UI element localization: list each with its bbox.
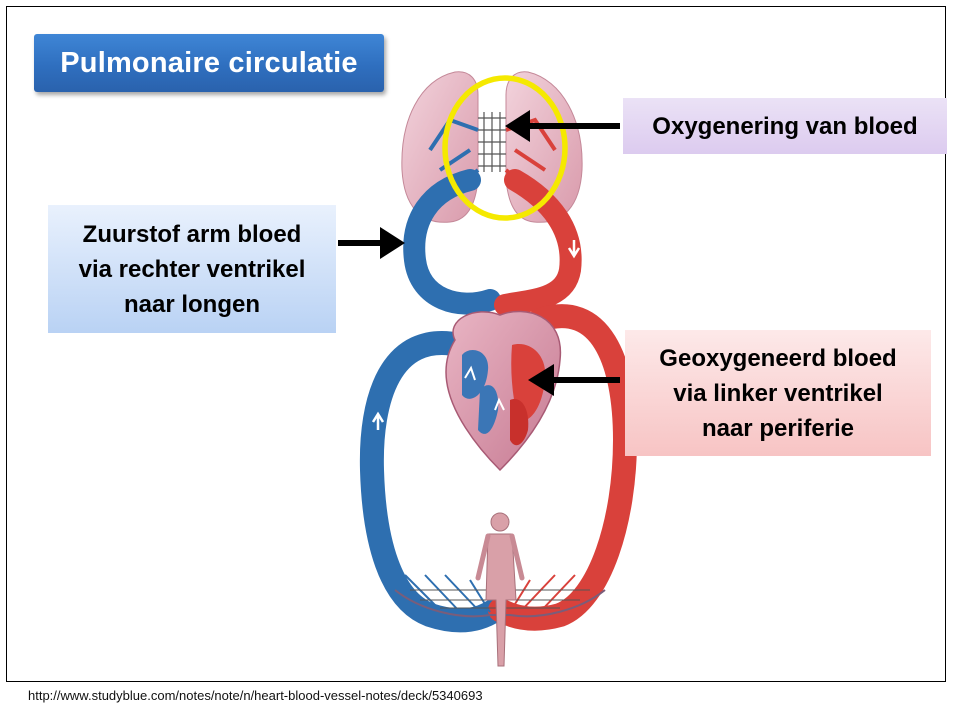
- flow-arrow-icon: [431, 233, 440, 242]
- slide-title-text: Pulmonaire circulatie: [60, 47, 358, 80]
- label-deoxygenated-line1: Zuurstof arm bloed: [83, 217, 302, 252]
- label-oxygenated-line3: naar periferie: [702, 411, 854, 446]
- label-deoxygenated-blood: Zuurstof arm bloed via rechter ventrikel…: [48, 205, 336, 333]
- label-deoxygenated-line2: via rechter ventrikel: [79, 252, 306, 287]
- slide-title: Pulmonaire circulatie: [34, 34, 384, 92]
- label-oxygenated-line2: via linker ventrikel: [673, 376, 882, 411]
- label-oxygenation: Oxygenering van bloed: [623, 98, 947, 154]
- label-oxygenated-line1: Geoxygeneerd bloed: [659, 341, 896, 376]
- label-oxygenated-blood: Geoxygeneerd bloed via linker ventrikel …: [625, 330, 931, 456]
- pulmonary-artery: [414, 180, 490, 304]
- label-deoxygenated-line3: naar longen: [124, 287, 260, 322]
- source-url: http://www.studyblue.com/notes/note/n/he…: [28, 688, 483, 703]
- arrow-to-pulmonary-artery-icon: [338, 227, 405, 259]
- label-oxygenation-text: Oxygenering van bloed: [652, 109, 917, 144]
- heart: [446, 311, 560, 470]
